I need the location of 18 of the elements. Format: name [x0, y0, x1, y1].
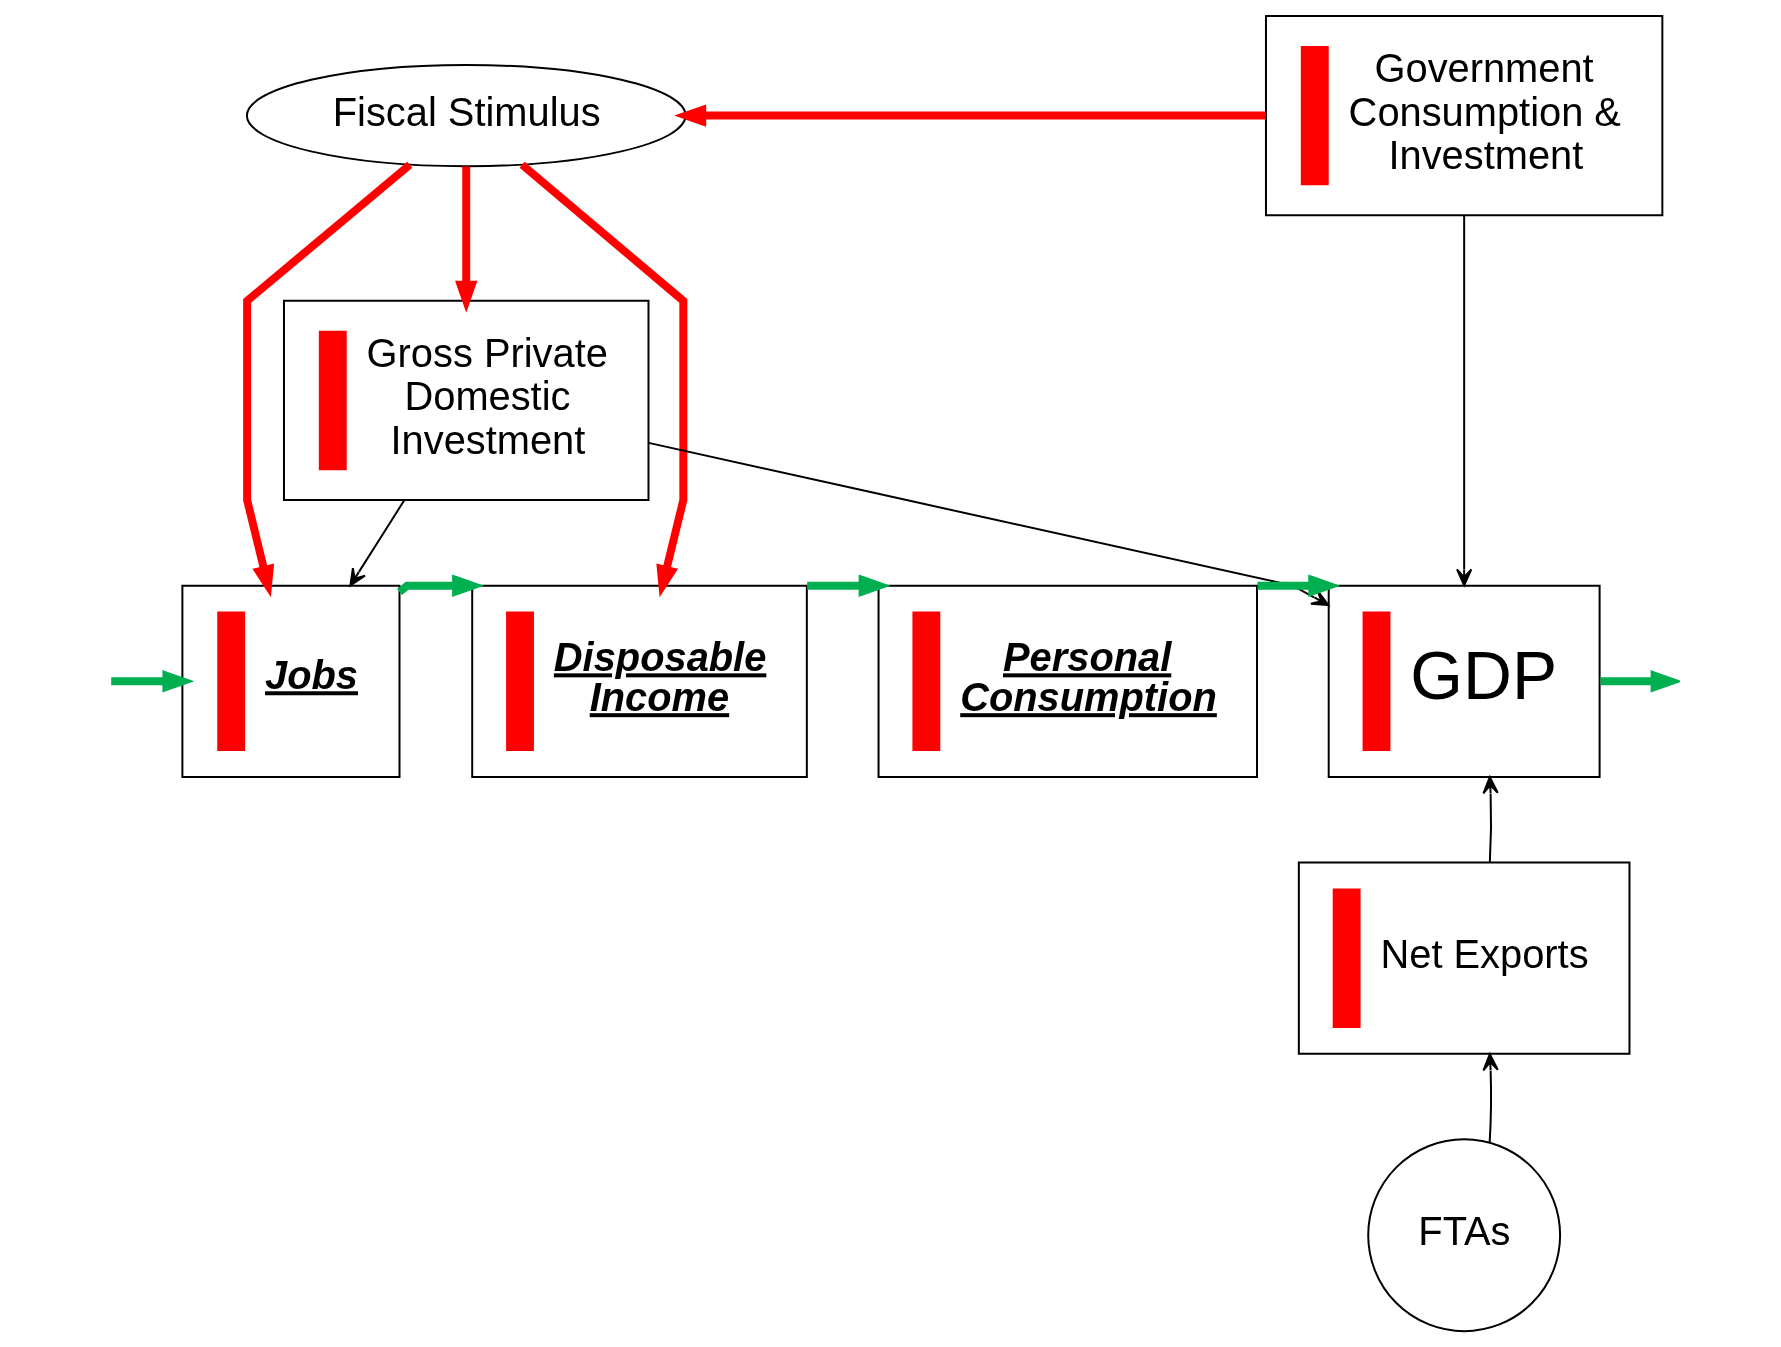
node-box: Disposable Income: [471, 584, 808, 778]
arrow: [519, 161, 688, 598]
arrow: [647, 441, 1330, 607]
node-box: GDP: [1327, 584, 1601, 778]
arrow: [349, 499, 406, 587]
node-box: Jobs: [181, 584, 401, 778]
node-box: Net Exports: [1297, 861, 1631, 1055]
node-box: Gross Private Domestic Investment: [282, 299, 650, 502]
arrow: [1456, 214, 1473, 587]
arrow: [1598, 670, 1680, 693]
arrow: [243, 161, 413, 598]
node-circle: FTAs: [1367, 1138, 1562, 1333]
node-ellipse: Fiscal Stimulus: [245, 64, 687, 168]
node-box: Personal Consumption: [877, 584, 1258, 778]
arrow: [1482, 776, 1499, 864]
node-box: Government Consumption & Investment: [1264, 15, 1664, 217]
arrow: [397, 574, 485, 597]
arrow: [1482, 1053, 1499, 1144]
